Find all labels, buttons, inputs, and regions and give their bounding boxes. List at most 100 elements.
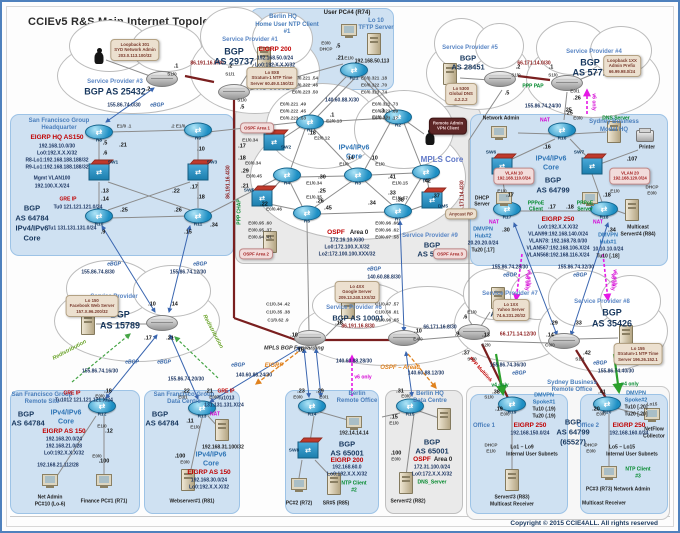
diagram-label: VLAN567:192.168.106.X/24 [526, 245, 590, 252]
diagram-label: EIGRP 250 [612, 421, 646, 429]
server-icon-webserver1 [181, 469, 195, 491]
note-line: OSPF Area 3 [437, 251, 463, 257]
diagram-label: Server#3 (R83) [494, 494, 530, 501]
router-icon-R1 [296, 114, 324, 130]
link-edge [591, 173, 603, 203]
diagram-label: Lo15 [646, 401, 658, 407]
note-line: 209.13.240.1XX/32 [338, 294, 376, 300]
router-icon-R10 [85, 208, 113, 224]
link-edge [254, 351, 299, 385]
diagram-label: E0/0.222 .46 [291, 82, 319, 88]
router-icon-R13 [188, 400, 216, 416]
diagram-label: PPPoE [527, 200, 545, 207]
diagram-label: S1/0 [484, 394, 494, 400]
diagram-label: Tu20 [.17] [471, 247, 495, 254]
diagram-label: .14 [346, 155, 354, 162]
link-edge [319, 117, 389, 123]
diagram-label: .6 [102, 150, 108, 157]
footer-divider [10, 516, 670, 517]
diagram-label: AS 5934 [417, 249, 447, 259]
diagram-label: E0/0 [586, 448, 596, 454]
diagram-label: E0/0.94 .41 [248, 234, 272, 240]
link-edge [268, 203, 299, 211]
note-line: Stratum-1 NTP Time [617, 351, 659, 357]
diagram-label: Core [23, 233, 41, 243]
router-icon-R18 [590, 201, 618, 217]
diagram-label: EIGRP [264, 363, 284, 369]
panel-sf-remote [10, 390, 140, 514]
diagram-label: IPv4/IPv6 [50, 409, 82, 417]
diagram-label: BGP [23, 203, 41, 213]
diagram-label: .10 [290, 332, 298, 339]
diagram-label: E2/0.13 [326, 118, 342, 124]
diagram-label: AS 65001 [330, 448, 364, 458]
diagram-label: NTP Client [625, 466, 651, 473]
link-edge [297, 175, 347, 178]
note-ospf-area2: OSPF Area 2 [239, 248, 273, 260]
diagram-label: 140.60.88.12/30 [407, 370, 445, 377]
diagram-label: v4 only [491, 382, 509, 389]
diagram-label: San Francisco Group [11, 392, 73, 398]
switche-icon-SW7 [581, 157, 603, 175]
diagram-label: Service Provider #4 [566, 49, 622, 55]
router-icon-R14 [298, 398, 326, 414]
link-edge [174, 336, 219, 379]
diagram-label: .21 [205, 388, 213, 395]
diagram-label: .18 [104, 388, 112, 395]
diagram-label: C1/0.56 .61 [375, 309, 399, 315]
diagram-label: 86.191.16.8/30 [341, 323, 375, 330]
diagram-label: .10 [414, 328, 422, 335]
link-edge [615, 407, 647, 417]
diagram-label: AS 28451 [451, 62, 485, 72]
diagram-label: S4/0 [467, 356, 477, 362]
diagram-label: PC#2 (R72) [285, 500, 313, 507]
link-edge [364, 180, 393, 206]
diagram-label: BGP AS 25432 [84, 86, 146, 97]
diagram-label: Berlin HQ [416, 391, 444, 397]
diagram-label: DHCP [645, 184, 659, 190]
diagram-label: .2 E1/0 [170, 123, 186, 129]
diagram-label: E0/1 [178, 394, 188, 400]
diagram-label: .17 [548, 204, 556, 211]
router-icon-R3 [344, 167, 372, 183]
diagram-label: AS 64784 [11, 418, 45, 428]
server-icon-server2 [399, 472, 413, 494]
device-label-R11: R11 [193, 222, 203, 228]
link-edge [169, 334, 199, 400]
diagram-label: .30 [318, 174, 326, 181]
diagram-label: E0/0 [180, 459, 190, 465]
diagram-label: EIGRP AS 150 [187, 468, 231, 476]
server-icon-console-berlin-dc [437, 408, 451, 430]
link-edge [290, 128, 306, 169]
diagram-label: 66.171.14.0/30 [517, 60, 551, 67]
diagram-label: SR#5 (R85) [322, 500, 350, 507]
diagram-label: E1/0 [467, 309, 477, 315]
server-icon-server3 [505, 469, 519, 491]
diagram-label: 192.100.X.X/24 [34, 183, 70, 190]
diagram-label: NAT [489, 219, 499, 226]
diagram-label: E0/0.95 .60 [248, 220, 272, 226]
diagram-label: Server#2 (R82) [390, 498, 426, 505]
diagram-label: Lo0:192.X.X.X/32 [254, 62, 296, 69]
note-line: 66.99.98.0/24 [608, 68, 636, 74]
link-edge [403, 122, 422, 167]
diagram-label: E1/0 [97, 423, 107, 429]
diagram-label: Tu10 [.18] [596, 253, 620, 260]
diagram-label: .20 [592, 406, 600, 413]
device-label-R2: R2 [394, 123, 402, 129]
diagram-label: BGP [580, 57, 600, 68]
diagram-label: Service Provider #3 [87, 79, 143, 85]
diagram-label: EIGRP 200 [330, 456, 364, 464]
diagram-label: EIGRP AS 150 [42, 427, 86, 435]
pc-icon-pc2-r72 [291, 478, 307, 492]
diagram-label: PPP PAP [522, 83, 544, 90]
diagram-label: .107 [626, 156, 638, 163]
link-edge [109, 129, 189, 133]
note-line: VLAN 20 [621, 170, 639, 176]
diagram-label: v6 only [525, 269, 532, 287]
diagram-label: eBGP [512, 370, 526, 377]
diagram-label: Remote Site [24, 399, 60, 405]
diagram-label: 192.168.150.0/24 [510, 430, 550, 437]
